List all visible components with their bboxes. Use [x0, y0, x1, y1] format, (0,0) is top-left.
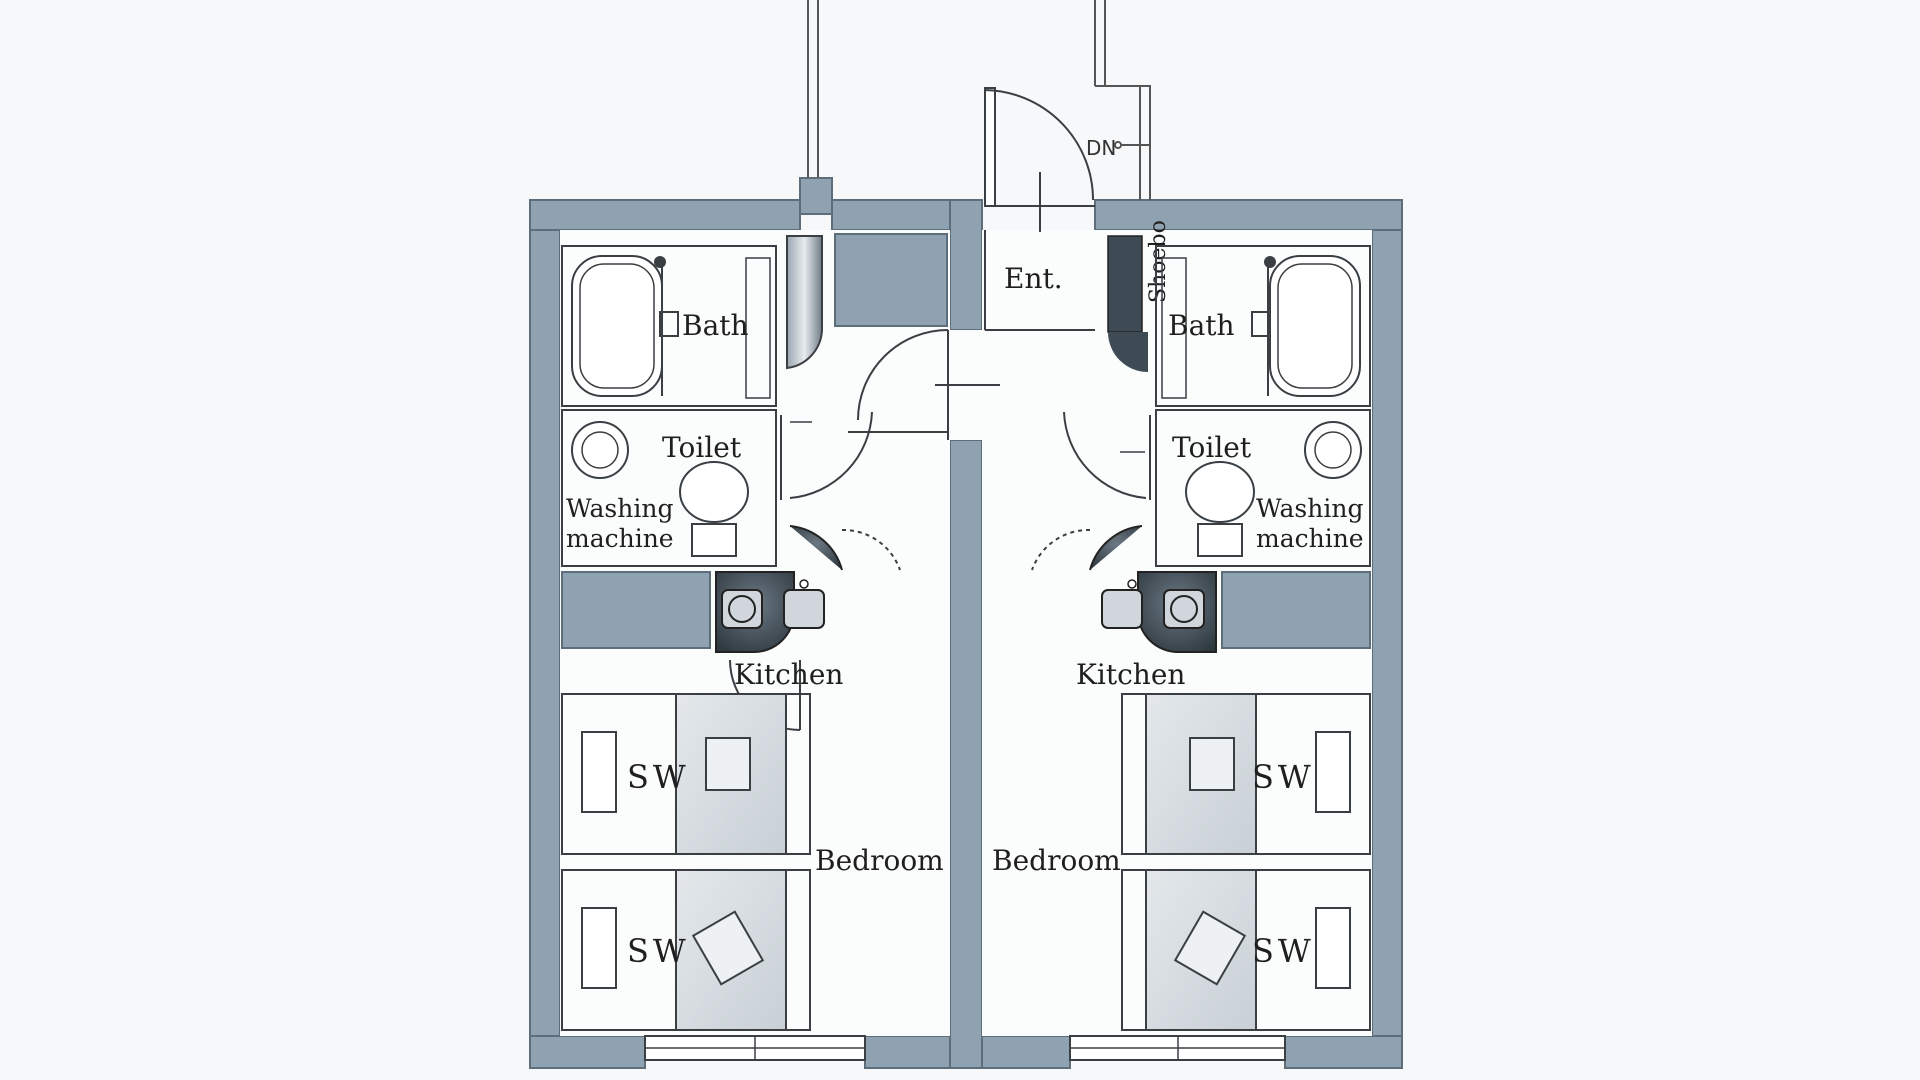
right-bedroom-label: Bedroom [992, 844, 1121, 877]
down-label: DN [1086, 136, 1116, 160]
left-counter [561, 571, 711, 649]
right-washbasin [1304, 421, 1362, 479]
left-sw-top-label: SW [627, 758, 690, 796]
left-bath-label: Bath [682, 309, 749, 342]
right-unit: Bath Toilet Washing machine Kitchen SW [992, 245, 1371, 1061]
exterior-walls [529, 199, 1403, 1069]
right-washing-label-2: machine [1256, 524, 1364, 553]
left-washing-label-1: Washing [566, 494, 673, 523]
left-sink-icon [783, 589, 825, 629]
right-kitchen-label: Kitchen [1076, 658, 1185, 691]
right-bathtub [1269, 255, 1361, 397]
shoebox [1107, 235, 1148, 372]
right-sw-top-label: SW [1252, 758, 1315, 796]
entrance-label: Ent. [1004, 262, 1063, 295]
right-sink-icon [1101, 589, 1143, 629]
right-washing-label-1: Washing [1256, 494, 1363, 523]
left-bathtub [571, 255, 663, 397]
left-closet [834, 233, 948, 327]
left-bedroom-label: Bedroom [815, 844, 944, 877]
right-sw-bottom-label: SW [1252, 932, 1315, 970]
left-shower-icon [654, 256, 666, 268]
right-pillow-bottom [1173, 910, 1247, 986]
right-counter [1221, 571, 1371, 649]
right-toilet-label: Toilet [1172, 431, 1252, 464]
left-washing-label-2: machine [566, 524, 674, 553]
hall-doors [848, 230, 1095, 440]
left-pillow-top [705, 737, 751, 791]
left-sw-bottom-label: SW [627, 932, 690, 970]
entrance-door[interactable] [984, 87, 1095, 232]
left-toilet-label: Toilet [662, 431, 742, 464]
left-pillow-bottom [691, 910, 765, 986]
corridor [799, 0, 1151, 215]
left-toilet-bowl [679, 461, 749, 523]
right-toilet-bowl [1185, 461, 1255, 523]
shoebox-label: Shoebo [1146, 220, 1171, 303]
right-shower-icon [1264, 256, 1276, 268]
right-pillow-top [1189, 737, 1235, 791]
right-bath-label: Bath [1168, 309, 1235, 342]
left-washbasin [571, 421, 629, 479]
left-unit: Bath Toilet Washing machine Kitchen [561, 235, 944, 1061]
left-kitchen-label: Kitchen [734, 658, 843, 691]
